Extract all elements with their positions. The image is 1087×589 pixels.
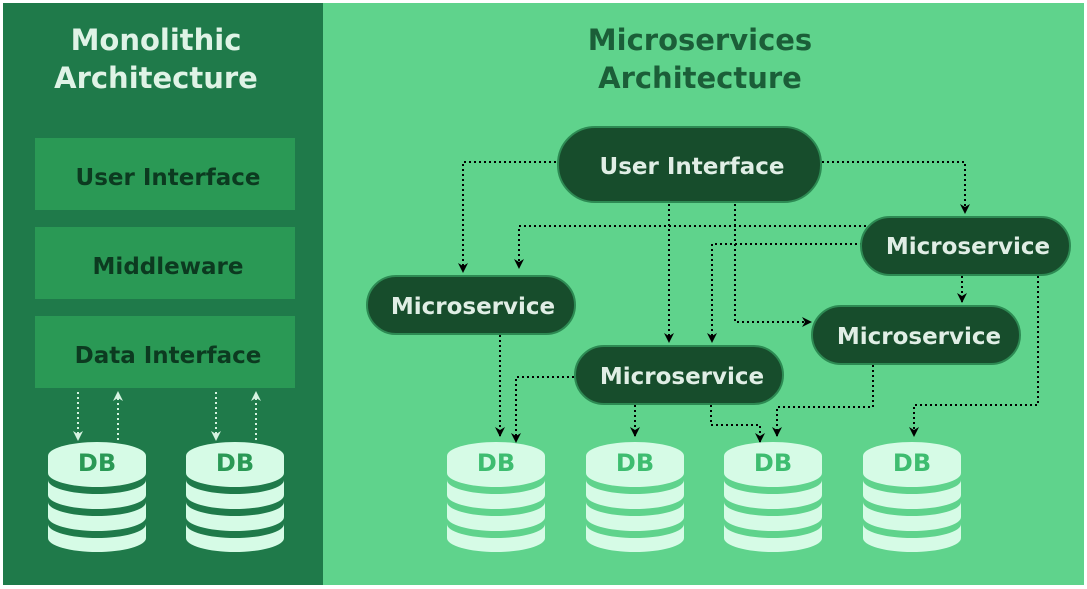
mono-layer-middleware: Middleware (35, 227, 295, 299)
micro-user-interface: User Interface (557, 126, 822, 203)
monolithic-title-line2: Architecture (54, 61, 258, 95)
microservice-label: Microservice (837, 324, 1001, 350)
connector-ms-mid-right-to-db-3 (772, 365, 874, 437)
microservice-center: Microservice (574, 345, 784, 405)
connector-ui-to-ms-left (458, 161, 556, 273)
microservices-title-line1: Microservices (588, 23, 812, 57)
mono-layer-user-interface: User Interface (35, 138, 295, 210)
mono-layer-label: Data Interface (75, 343, 262, 369)
microservice-label: Microservice (886, 234, 1050, 260)
db-label: DB (216, 449, 254, 477)
mono-layer-data-interface: Data Interface (35, 316, 295, 388)
microservice-mid-right: Microservice (811, 305, 1021, 365)
microservices-title-line2: Architecture (598, 61, 802, 95)
mono-arrows (73, 391, 261, 441)
db-label: DB (616, 449, 654, 477)
db-label: DB (78, 449, 116, 477)
mono-layer-label: User Interface (76, 165, 261, 191)
connector-ms-top-right-to-ms-left (514, 225, 866, 269)
micro-connectors (458, 161, 1039, 443)
microservice-label: Microservice (600, 364, 764, 390)
micro-db-1: DB (447, 442, 545, 552)
mono-layer-label: Middleware (93, 254, 244, 280)
mono-db-1: DB (48, 442, 146, 552)
micro-db-2: DB (586, 442, 684, 552)
db-label: DB (477, 449, 515, 477)
connector-ms-top-right-to-ms-center (707, 243, 862, 343)
connector-ms-center-to-db-3 (710, 405, 765, 443)
monolithic-title-line1: Monolithic (71, 23, 242, 57)
micro-db-3: DB (724, 442, 822, 552)
microservice-top-right: Microservice (860, 216, 1071, 276)
db-label: DB (893, 449, 931, 477)
mono-db-2: DB (186, 442, 284, 552)
micro-db-4: DB (863, 442, 961, 552)
microservice-left: Microservice (366, 275, 576, 335)
connector-ui-to-ms-top-right (822, 161, 970, 214)
microservice-label: Microservice (391, 294, 555, 320)
db-label: DB (754, 449, 792, 477)
connector-ms-top-right-to-db-4 (909, 276, 1039, 437)
connector-ms-center-to-db-1 (511, 376, 574, 443)
micro-user-interface-label: User Interface (600, 154, 785, 180)
